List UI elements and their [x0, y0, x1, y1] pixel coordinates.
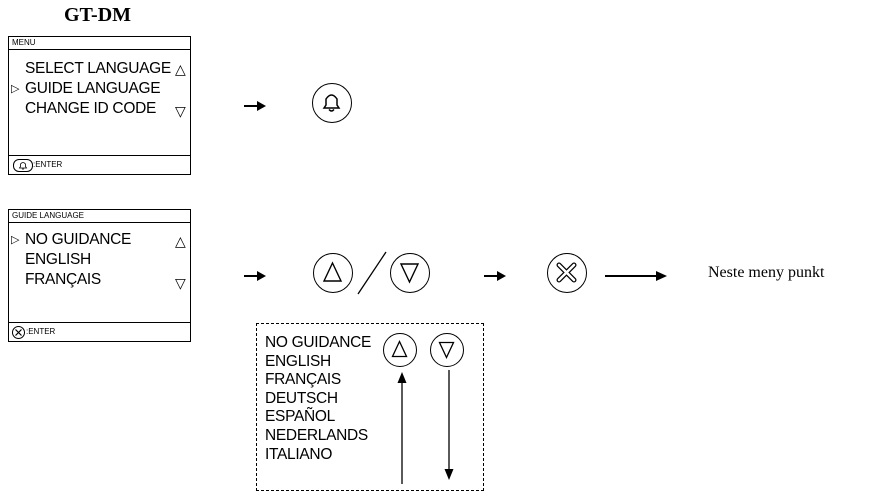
bell-icon	[13, 159, 33, 172]
arrow-down-icon	[444, 370, 454, 485]
menu-footer-label: :ENTER	[33, 160, 63, 169]
guide-item-francais: FRANÇAIS	[25, 271, 101, 288]
arrow-up-icon	[397, 372, 407, 489]
arrow-right-icon	[605, 268, 667, 286]
triangle-down-icon	[399, 263, 420, 284]
menu-item-change-id-code: CHANGE ID CODE	[25, 100, 157, 117]
menu-screen-header: MENU	[9, 37, 190, 50]
slash-separator	[352, 248, 392, 303]
bell-button	[312, 83, 352, 123]
language-item: FRANÇAIS	[265, 371, 341, 389]
triangle-up-icon	[322, 261, 343, 282]
scroll-down-icon: ▽	[175, 103, 186, 119]
x-button	[547, 253, 587, 293]
bell-icon	[322, 94, 341, 112]
down-button	[390, 253, 430, 293]
menu-item-select-language: SELECT LANGUAGE	[25, 60, 171, 77]
guide-cursor: ▷	[11, 234, 20, 246]
menu-screen: MENU ▷ SELECT LANGUAGE GUIDE LANGUAGE CH…	[8, 36, 191, 175]
arrow-right-icon	[244, 268, 266, 286]
next-step-label: Neste meny punkt	[708, 264, 825, 281]
guide-screen-footer: :ENTER	[9, 322, 190, 341]
language-item: ITALIANO	[265, 445, 333, 463]
menu-screen-footer: :ENTER	[9, 155, 190, 174]
scroll-down-icon: ▽	[175, 275, 186, 291]
triangle-down-icon	[438, 341, 455, 360]
model-title: GT-DM	[64, 4, 132, 26]
guide-item-no-guidance: NO GUIDANCE	[25, 231, 132, 248]
language-list-box: NO GUIDANCE ENGLISH FRANÇAIS DEUTSCH ESP…	[256, 323, 484, 491]
x-icon	[12, 326, 25, 339]
menu-item-guide-language: GUIDE LANGUAGE	[25, 80, 161, 97]
scroll-up-icon: △	[175, 233, 186, 249]
scroll-up-icon: △	[175, 61, 186, 77]
arrow-right-icon	[244, 98, 266, 116]
triangle-up-icon	[391, 339, 408, 358]
down-button-small	[430, 333, 464, 367]
language-item: ENGLISH	[265, 352, 331, 370]
language-item: NEDERLANDS	[265, 427, 368, 444]
guide-language-screen: GUIDE LANGUAGE ▷ NO GUIDANCE ENGLISH FRA…	[8, 209, 191, 342]
arrow-right-icon	[484, 268, 506, 286]
language-item: DEUTSCH	[265, 389, 338, 407]
up-button	[313, 253, 353, 293]
up-button-small	[383, 333, 417, 367]
x-icon	[556, 262, 577, 283]
guide-footer-label: :ENTER	[26, 327, 56, 336]
language-item: NO GUIDANCE	[265, 334, 372, 351]
menu-cursor: ▷	[11, 83, 20, 95]
guide-item-english: ENGLISH	[25, 251, 91, 268]
language-item: ESPAÑOL	[265, 408, 335, 426]
guide-screen-header: GUIDE LANGUAGE	[9, 210, 190, 223]
